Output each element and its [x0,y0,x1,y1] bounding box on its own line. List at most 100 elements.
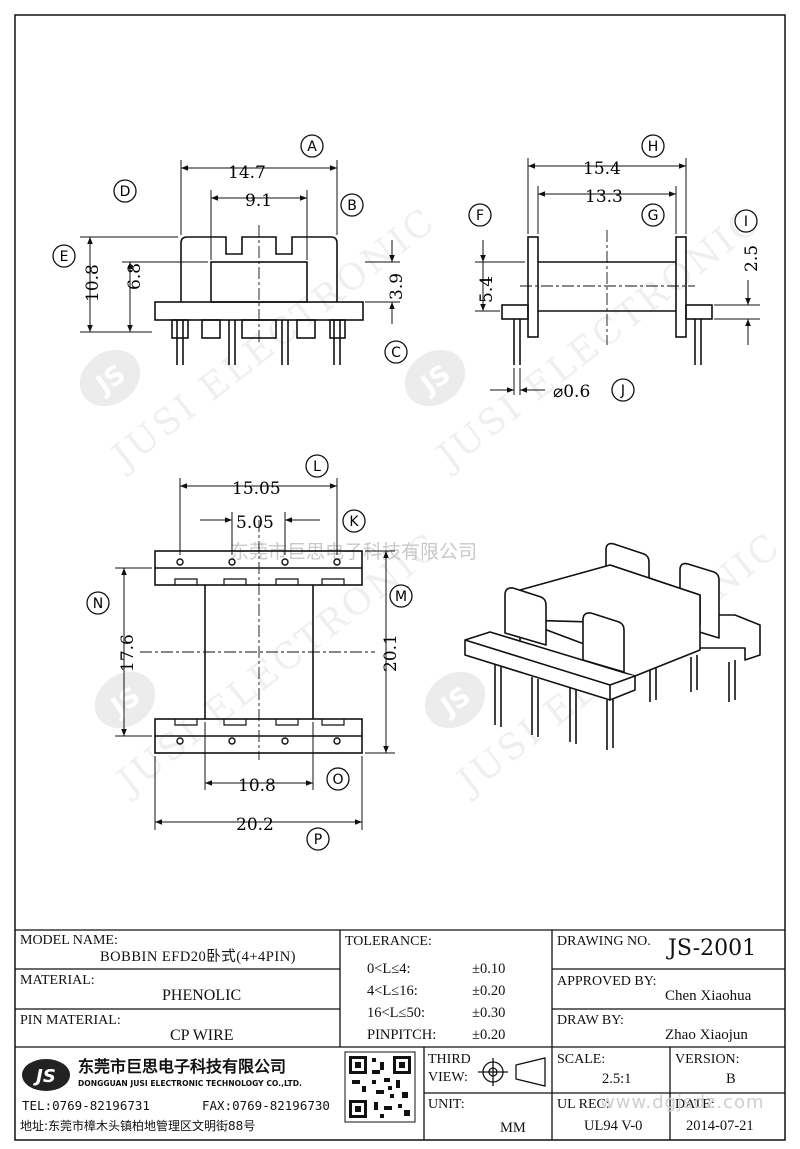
svg-text:H: H [648,139,659,155]
callout-d: D [113,179,137,203]
callout-b: B [340,193,364,217]
tolerance-value-1: ±0.10 [472,961,506,977]
tolerance-value-3: ±0.30 [472,1005,506,1021]
dim-b-value: 9.1 [245,191,272,211]
callout-f: F [468,203,492,227]
svg-text:E: E [60,249,69,265]
third-angle-projection-icon [478,1057,546,1087]
dim-c-value: 3.9 [387,273,407,300]
front-view [154,225,364,365]
qr-code [344,1051,416,1123]
svg-text:O: O [332,772,343,788]
callout-h: H [641,134,665,158]
callout-p: P [306,827,330,851]
date-value: 2014-07-21 [686,1118,754,1134]
tolerance-label: TOLERANCE: [345,934,432,949]
pin-material-label: PIN MATERIAL: [20,1013,121,1028]
dim-d-value: 6.8 [125,263,145,290]
dim-p-value: 20.2 [236,815,274,835]
side-view [501,230,713,365]
pin-material-value: CP WIRE [170,1027,234,1044]
dim-f-value: 5.4 [477,276,497,303]
company-logo: JS [22,1059,70,1091]
callout-m: M [389,584,413,608]
svg-text:C: C [391,345,401,361]
svg-text:D: D [120,184,131,200]
drawing-no-value: JS-2001 [668,936,757,961]
model-name-value: BOBBIN EFD20卧式(4+4PIN) [100,949,297,965]
company-fax: FAX:0769-82196730 [202,1098,330,1113]
approved-by-value: Chen Xiaohua [665,988,752,1004]
callout-i: I [734,209,758,233]
callout-e: E [52,244,76,268]
tolerance-range-2: 4<L≤16: [367,983,418,999]
tolerance-value-2: ±0.20 [472,983,506,999]
callout-k: K [342,509,366,533]
isometric-view [464,542,761,750]
callout-c: C [384,340,408,364]
version-label: VERSION: [675,1052,740,1067]
svg-text:JS: JS [33,1066,56,1087]
dim-g-value: 13.3 [585,187,623,207]
dim-k-value: 5.05 [236,513,274,533]
watermark-brand: JUSI ELECTRONIC [102,200,444,480]
company-address: 地址:东莞市樟木头镇柏地管理区文明街88号 [20,1119,256,1133]
svg-text:A: A [307,139,317,155]
material-label: MATERIAL: [20,973,95,988]
top-view [140,520,375,760]
dim-n-value: 17.6 [118,634,138,672]
company-name-en: DONGGUAN JUSI ELECTRONIC TECHNOLOGY CO.,… [78,1079,302,1088]
svg-text:F: F [476,208,484,224]
callout-n: N [86,591,110,615]
callout-l: L [305,454,329,478]
callout-o: O [326,767,350,791]
dim-i-value: 2.5 [742,245,762,272]
front-dims [80,160,400,333]
dim-h-value: 15.4 [583,159,621,179]
dim-o-value: 10.8 [238,776,276,796]
dim-l-value: 15.05 [232,479,281,499]
dim-a-value: 14.7 [228,163,266,183]
svg-text:N: N [93,596,103,612]
unit-value: MM [500,1120,526,1136]
sheet-border [14,14,786,1141]
draw-by-label: DRAW BY: [557,1013,624,1028]
watermark-layer: JS JUSI ELECTRONIC JS JUSI ELECTRONIC JS… [79,200,789,805]
scale-value: 2.5:1 [602,1071,632,1087]
unit-label: UNIT: [428,1097,465,1112]
title-block-grid [15,929,785,1140]
dim-e-value: 10.8 [83,264,103,302]
tolerance-range-4: PINPITCH: [367,1027,437,1043]
dim-j-value: ⌀0.6 [553,382,590,402]
top-pins [176,558,341,745]
svg-text:M: M [395,589,407,605]
svg-text:G: G [648,208,659,224]
top-dims [115,478,395,830]
drawing-no-label: DRAWING NO. [557,934,651,949]
date-label: DATE: [675,1097,715,1112]
svg-text:K: K [349,514,359,530]
site-watermark: www.dgjsdz.com [600,1092,765,1113]
tolerance-value-4: ±0.20 [472,1027,506,1043]
company-tel: TEL:0769-82196731 [22,1098,150,1113]
svg-text:I: I [744,214,748,230]
model-name-label: MODEL NAME: [20,933,118,948]
watermark-company-cn: 东莞市巨思电子科技有限公司 [230,541,477,563]
callout-layer: A B C D E F G H I J K L M N O P [52,134,758,851]
version-value: B [726,1071,736,1087]
tolerance-range-1: 0<L≤4: [367,961,411,977]
tolerance-range-3: 16<L≤50: [367,1005,426,1021]
draw-by-value: Zhao Xiaojun [665,1027,748,1043]
callout-g: G [641,203,665,227]
material-value: PHENOLIC [162,987,242,1004]
side-dims [475,158,760,395]
callout-a: A [300,134,324,158]
dim-m-value: 20.1 [381,634,401,672]
scale-label: SCALE: [557,1052,606,1067]
approved-by-label: APPROVED BY: [557,974,657,989]
watermark-brand: JUSI ELECTRONIC [427,200,769,480]
company-name-cn: 东莞市巨思电子科技有限公司 [78,1057,287,1076]
third-view-label-2: VIEW: [428,1070,468,1085]
ul-rec-label: UL REC: [557,1097,610,1112]
